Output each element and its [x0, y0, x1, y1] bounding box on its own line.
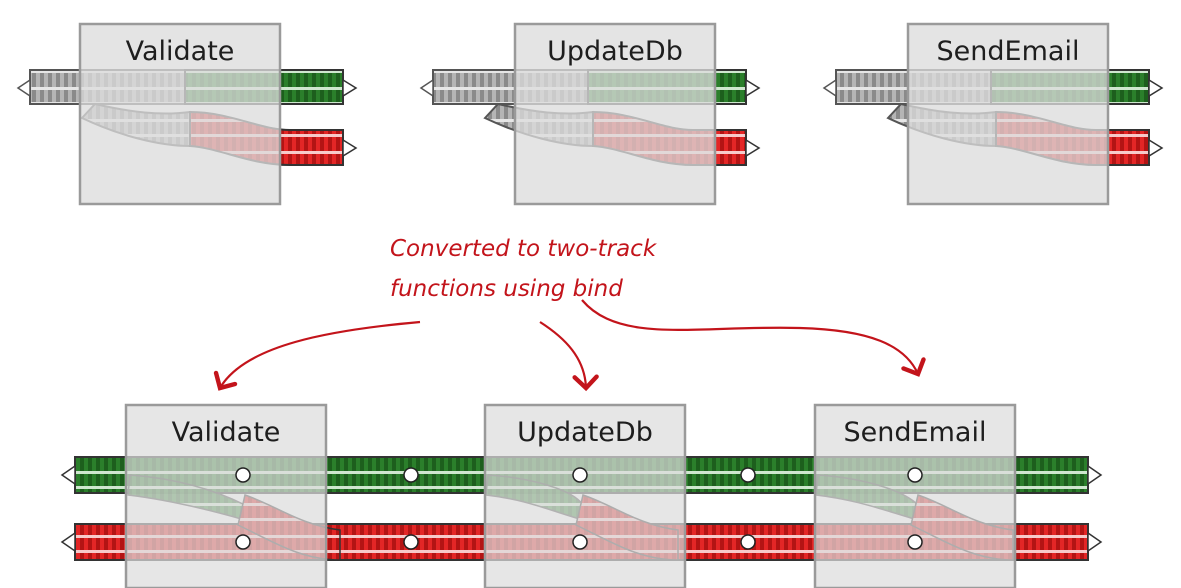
- dot: [572, 534, 588, 550]
- annotation-line-1: Converted to two-track: [390, 236, 658, 262]
- bottom-sendemail-label: SendEmail: [844, 417, 987, 448]
- bottom-sendemail-box: [813, 403, 1017, 588]
- top-sendemail-box: [906, 22, 1110, 206]
- bottom-updatedb-label: UpdateDb: [517, 417, 653, 448]
- top-sendemail-unit: SendEmail: [822, 22, 1164, 206]
- dot: [572, 467, 588, 483]
- top-updatedb-box: [513, 22, 717, 206]
- dot: [403, 467, 419, 483]
- dot: [740, 534, 756, 550]
- annotation: Converted to two-track functions using b…: [213, 236, 926, 392]
- top-validate-unit: Validate: [16, 22, 358, 206]
- dot: [907, 467, 923, 483]
- dot: [235, 467, 251, 483]
- dot: [235, 534, 251, 550]
- top-updatedb-label: UpdateDb: [547, 36, 683, 67]
- top-sendemail-label: SendEmail: [937, 36, 1080, 67]
- top-validate-label: Validate: [126, 36, 235, 67]
- arrow-to-sendemail: [581, 299, 926, 377]
- bottom-validate-label: Validate: [172, 417, 281, 448]
- bottom-updatedb-box: [483, 403, 687, 588]
- top-validate-box: [78, 22, 282, 206]
- dot: [740, 467, 756, 483]
- bottom-validate-box: [124, 403, 328, 588]
- annotation-line-2: functions using bind: [390, 276, 623, 302]
- connection-dots: [235, 467, 923, 550]
- arrow-to-updatedb: [539, 321, 599, 392]
- arrow-to-validate: [213, 320, 421, 391]
- dot: [907, 534, 923, 550]
- dot: [403, 534, 419, 550]
- top-updatedb-unit: UpdateDb: [419, 22, 761, 206]
